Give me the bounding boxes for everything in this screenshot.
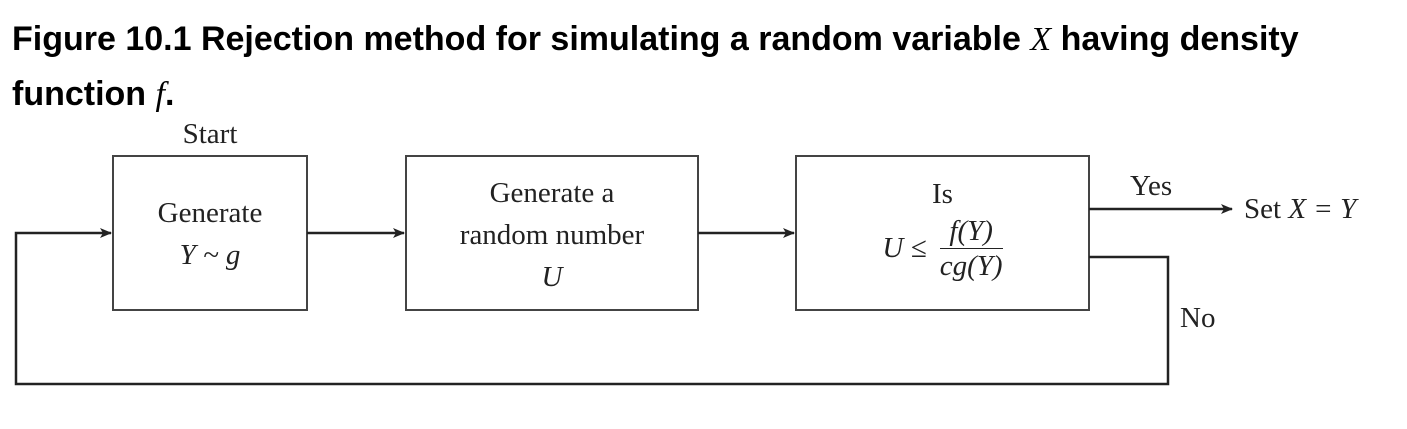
- result-label: Set X = Y: [1244, 193, 1357, 225]
- box-generate-y: [112, 155, 308, 311]
- result-expression: X = Y: [1288, 193, 1357, 225]
- start-label: Start: [182, 118, 238, 150]
- box-generate-u: [405, 155, 699, 311]
- no-label: No: [1180, 302, 1216, 334]
- box2-line1: Generate a: [489, 177, 615, 209]
- box2-line3: U: [541, 261, 563, 293]
- arrow-no-loop: [14, 228, 1170, 386]
- box1-line2: Y ~ g: [179, 239, 241, 271]
- box3-numerator: f(Y): [939, 214, 1003, 249]
- caption-variable-x: X: [1030, 21, 1052, 58]
- box3-denominator: cg(Y): [939, 250, 1003, 282]
- box-acceptance-test: [795, 155, 1090, 311]
- figure-caption: Figure 10.1 Rejection method for simulat…: [12, 20, 1299, 113]
- box3-lhs: U ≤: [882, 232, 927, 264]
- box1-line1: Generate: [157, 197, 263, 229]
- box2-line2: random number: [459, 219, 645, 251]
- caption-variable-f: f: [155, 76, 165, 113]
- box1-text: Generate Y ~ g: [113, 192, 307, 276]
- yes-label: Yes: [1130, 170, 1173, 202]
- box3-line1: Is: [932, 178, 953, 210]
- box3-fraction: f(Y) cg(Y): [939, 214, 1003, 283]
- box3-inequality: U ≤ f(Y) cg(Y): [796, 214, 1089, 283]
- box2-text: Generate a random number U: [406, 172, 698, 298]
